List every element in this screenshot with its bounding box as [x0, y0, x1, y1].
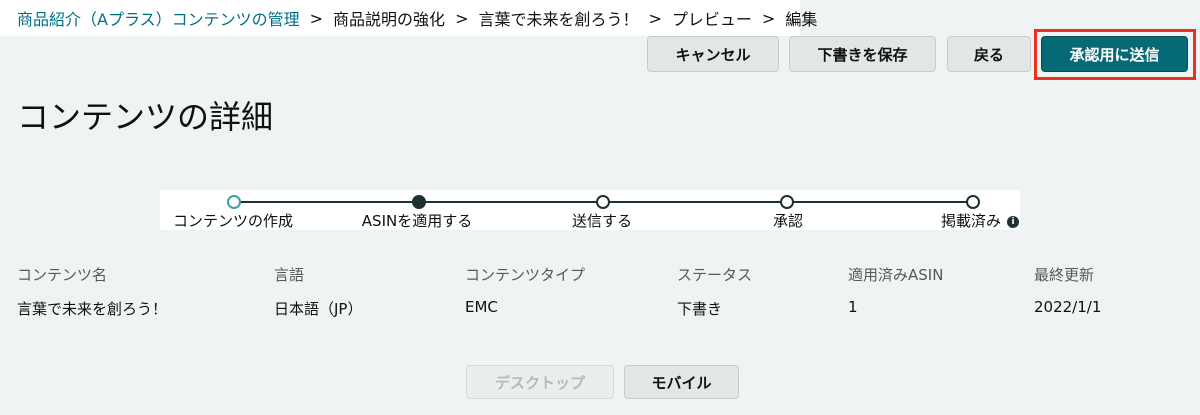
breadcrumb-item-content: 言葉で未来を創ろう！ — [478, 10, 639, 29]
cancel-button[interactable]: キャンセル — [647, 36, 779, 72]
detail-value-language: 日本語（JP） — [274, 300, 363, 318]
breadcrumb-separator: > — [455, 8, 469, 28]
detail-label-content-type: コンテンツタイプ — [465, 266, 586, 284]
detail-label-last-updated: 最終更新 — [1034, 266, 1095, 284]
step-label-apply-asin: ASINを適用する — [361, 212, 473, 230]
page-title: コンテンツの詳細 — [17, 98, 274, 136]
breadcrumb-item-enhance: 商品説明の強化 — [333, 10, 446, 29]
progress-stepper: コンテンツの作成 ASINを適用する 送信する 承認 掲載済み i — [160, 190, 1020, 230]
breadcrumb-item-preview: プレビュー — [671, 10, 752, 29]
breadcrumb-separator: > — [761, 8, 776, 28]
detail-value-content-name: 言葉で未来を創ろう！ — [17, 300, 168, 318]
step-dot-published — [966, 195, 980, 209]
step-dot-apply-asin — [412, 195, 426, 209]
submit-highlight-frame — [1034, 29, 1196, 80]
step-label-create: コンテンツの作成 — [172, 212, 294, 230]
submit-for-approval-button[interactable]: 承認用に送信 — [1041, 36, 1188, 72]
detail-label-language: 言語 — [274, 266, 305, 284]
detail-label-applied-asin: 適用済みASIN — [848, 266, 944, 284]
step-label-published-wrap: 掲載済み i — [940, 210, 1020, 231]
detail-value-content-type: EMC — [465, 298, 498, 316]
mobile-view-button[interactable]: モバイル — [624, 365, 739, 399]
detail-label-status: ステータス — [677, 266, 753, 284]
detail-label-content-name: コンテンツ名 — [17, 266, 108, 284]
step-dot-approve — [780, 195, 794, 209]
info-icon[interactable]: i — [1007, 215, 1020, 228]
save-draft-button[interactable]: 下書きを保存 — [789, 36, 936, 72]
detail-value-last-updated: 2022/1/1 — [1034, 298, 1102, 316]
detail-value-applied-asin: 1 — [848, 298, 858, 316]
step-dot-create — [227, 195, 241, 209]
breadcrumb-separator: > — [309, 8, 324, 28]
breadcrumb-item-manage[interactable]: 商品紹介（Aプラス）コンテンツの管理 — [17, 10, 300, 29]
step-dot-submit — [596, 195, 610, 209]
desktop-view-button[interactable]: デスクトップ — [466, 365, 614, 399]
step-label-published: 掲載済み — [940, 212, 1002, 230]
step-label-approve: 承認 — [772, 212, 804, 230]
breadcrumb-separator: > — [648, 8, 662, 28]
back-button[interactable]: 戻る — [947, 36, 1031, 72]
breadcrumb: 商品紹介（Aプラス）コンテンツの管理 > 商品説明の強化 > 言葉で未来を創ろう… — [0, 0, 817, 36]
step-label-submit: 送信する — [571, 212, 633, 230]
breadcrumb-item-edit: 編集 — [785, 10, 818, 29]
detail-value-status: 下書き — [677, 300, 723, 318]
